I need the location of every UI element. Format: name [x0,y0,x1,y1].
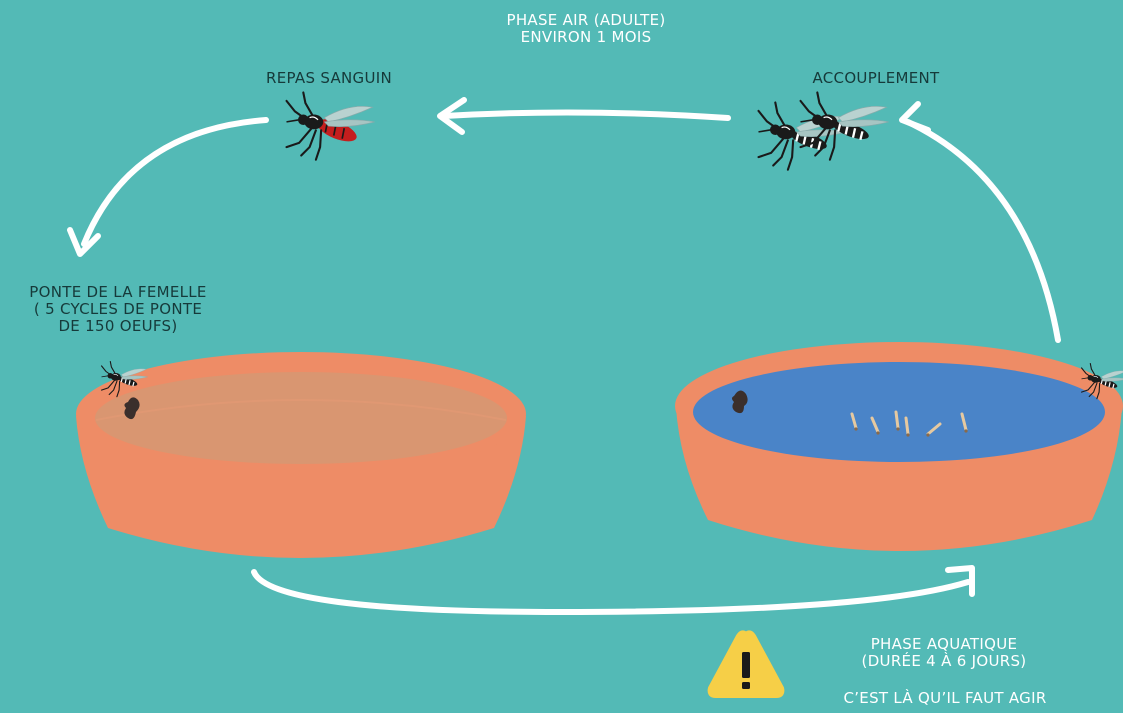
mating-text: ACCOUPLEMENT [812,69,940,87]
arrow-bloodmeal-to-laying [81,117,269,247]
mating-label: ACCOUPLEMENT [780,70,972,87]
laying-line3: DE 150 OEUFS) [58,317,178,335]
laying-line2: ( 5 CYCLES DE PONTE [33,300,203,318]
water-container [675,342,1123,551]
arrow-water-to-mating [905,119,1061,343]
arrow-water-to-mating-head [899,101,931,133]
aquatic-line2: (DURÉE 4 À 6 JOURS) [861,652,1027,670]
act-here-label: C’EST LÀ QU’IL FAUT AGIR [812,690,1078,707]
warning-triangle-icon [707,630,785,698]
phase-air-line1: PHASE AIR (ADULTE) [506,11,666,29]
arrow-bloodmeal-to-laying-head [67,227,101,257]
aquatic-line1: PHASE AQUATIQUE [870,635,1018,653]
laying-line1: PONTE DE LA FEMELLE [29,283,207,301]
blood-meal-label: REPAS SANGUIN [236,70,422,87]
blood-meal-text: REPAS SANGUIN [266,69,392,87]
aquatic-phase-label: PHASE AQUATIQUE (DURÉE 4 À 6 JOURS) [838,636,1050,670]
act-here-text: C’EST LÀ QU’IL FAUT AGIR [843,689,1047,707]
arrow-adult-to-blood-meal [441,109,731,121]
mosquito-icon [285,91,376,161]
dry-container [76,352,526,558]
phase-air-label: PHASE AIR (ADULTE) ENVIRON 1 MOIS [480,12,692,46]
mosquito-icon [757,101,848,171]
arrow-eggs-to-water-head [945,565,975,597]
arrow-adult-to-blood-meal-head [437,97,467,135]
arrow-eggs-to-water [251,569,971,615]
laying-label: PONTE DE LA FEMELLE ( 5 CYCLES DE PONTE … [4,284,232,335]
phase-air-line2: ENVIRON 1 MOIS [520,28,652,46]
